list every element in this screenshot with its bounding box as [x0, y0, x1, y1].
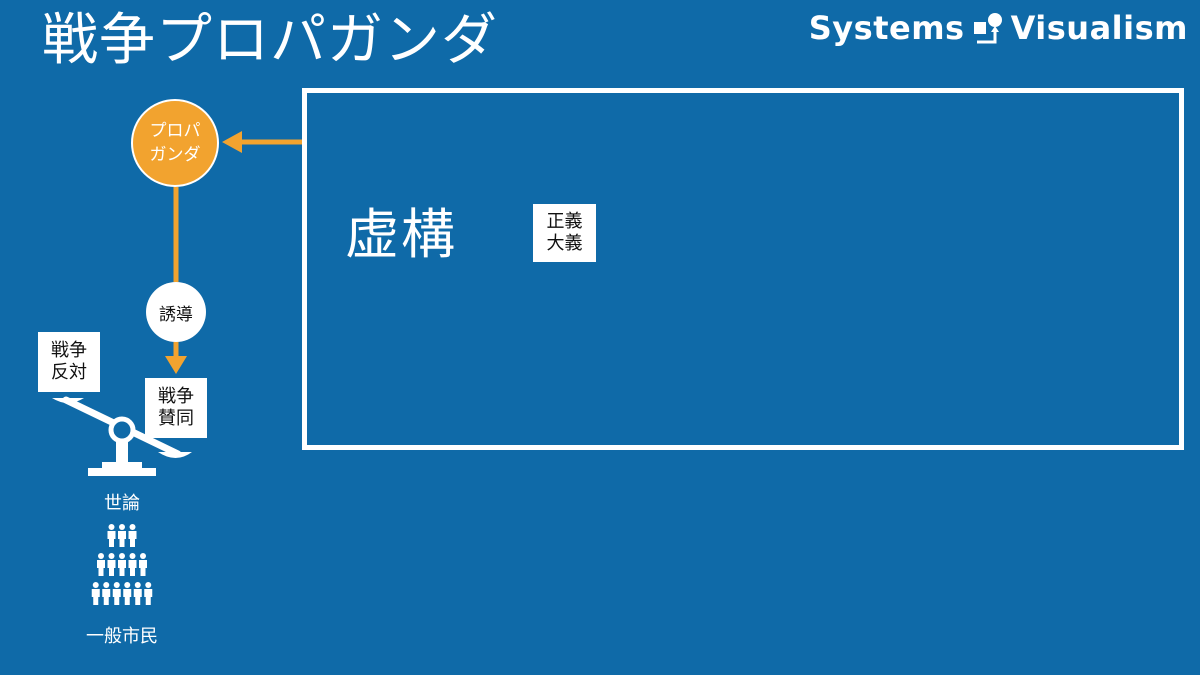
brand-right-word: Visualism [1010, 9, 1188, 47]
induce-node: 誘導 [146, 282, 206, 342]
induce-label: 誘導 [159, 304, 193, 325]
slide-title: 戦争プロパガンダ [42, 8, 498, 73]
person-icon [118, 524, 126, 547]
fiction-label: 虚構 [345, 203, 457, 266]
person-icon [107, 553, 116, 576]
citizens-label: 一般市民 [86, 626, 158, 647]
person-icon [144, 582, 153, 605]
person-icon [123, 582, 132, 605]
person-icon [102, 582, 111, 605]
fiction-frame [302, 88, 1184, 450]
person-icon [107, 524, 116, 547]
support-war-tag: 戦争 賛同 [145, 378, 207, 438]
balance-scale-icon [52, 396, 192, 476]
person-icon [112, 582, 121, 605]
arrow-left-icon [222, 131, 302, 153]
oppose-war-line: 反対 [51, 362, 87, 383]
person-icon [133, 582, 142, 605]
propaganda-node: プロパ ガンダ [131, 99, 219, 187]
people-icon [91, 524, 153, 605]
propaganda-line: ガンダ [149, 145, 201, 165]
public-opinion-label: 世論 [104, 493, 140, 514]
justice-tag: 正義 大義 [533, 204, 596, 262]
oppose-war-line: 戦争 [51, 340, 87, 361]
person-icon [118, 553, 126, 576]
brand-logo: Systems Visualism [809, 8, 1188, 48]
propaganda-line: プロパ [149, 121, 201, 141]
person-icon [91, 582, 100, 605]
oppose-war-tag: 戦争 反対 [38, 332, 100, 392]
brand-left-word: Systems [808, 9, 965, 47]
justice-tag-line: 正義 [546, 211, 583, 232]
justice-tag-line: 大義 [546, 233, 583, 254]
person-icon [128, 524, 137, 547]
logo-icon [973, 12, 1003, 44]
person-icon [97, 553, 105, 576]
support-war-line: 賛同 [158, 408, 194, 429]
support-war-line: 戦争 [158, 386, 194, 407]
arrow-down-icon [165, 342, 187, 374]
person-icon [139, 553, 147, 576]
person-icon [128, 553, 137, 576]
